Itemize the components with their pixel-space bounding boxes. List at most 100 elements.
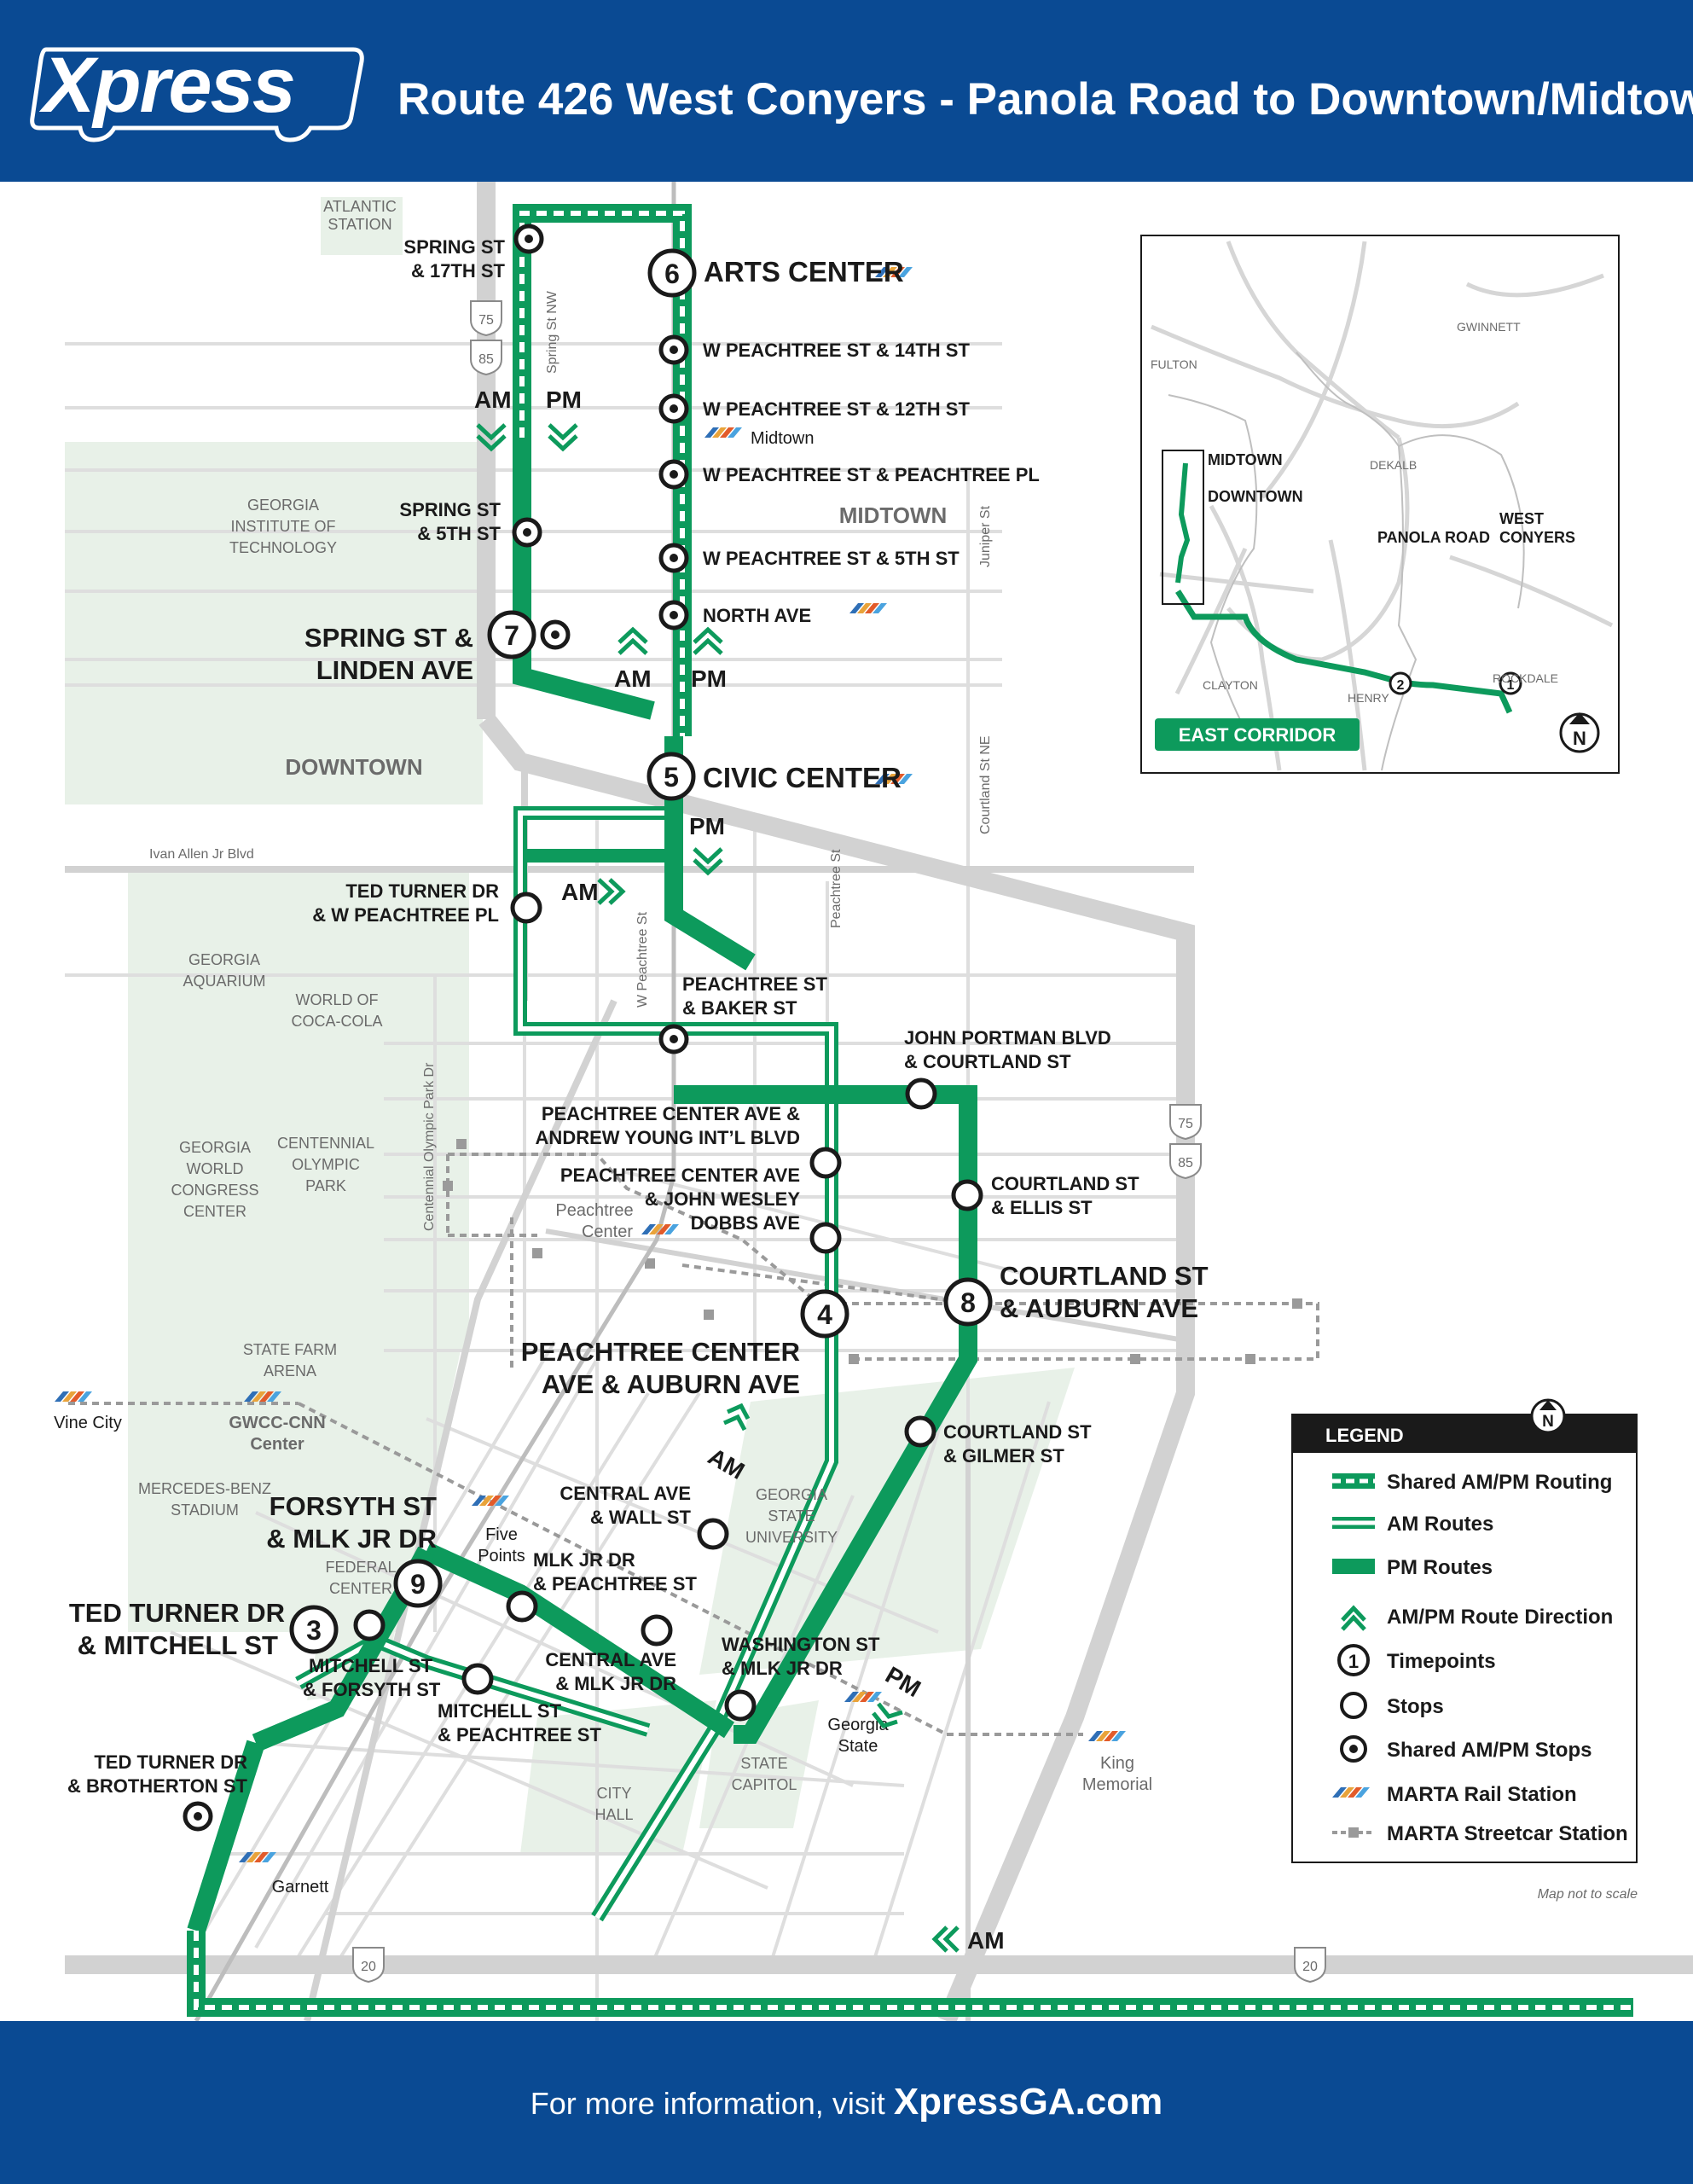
area-label: CENTER [329,1580,392,1597]
area-label: WORLD [187,1160,244,1177]
marta-rail-icon [1088,1731,1126,1741]
stop[interactable] [951,1179,983,1211]
shared-stop[interactable] [658,1024,689,1054]
shared-stop[interactable] [540,619,571,650]
area-label: CONGRESS [171,1182,258,1199]
street-label: Peachtree St [829,849,844,928]
stop[interactable] [353,1609,386,1641]
stop-label: SPRING ST [403,236,505,258]
timepoint-8[interactable]: 8 [943,1277,993,1327]
station-label: Center [582,1223,633,1241]
stop-label: & GILMER ST [943,1445,1064,1467]
stop-label: JOHN PORTMAN BLVD [904,1027,1111,1048]
stop-label: & WALL ST [590,1507,692,1528]
inset-timepoint-2[interactable] [1389,671,1412,695]
stop[interactable] [697,1518,729,1550]
svg-text:20: 20 [361,1960,376,1974]
timepoint-label: ARTS CENTER [704,256,904,288]
station-label: King [1100,1754,1134,1773]
timepoint-5[interactable]: 5 [646,752,696,801]
stop-label: & PEACHTREE ST [533,1573,697,1594]
stop[interactable] [641,1614,673,1647]
shared-stop[interactable] [658,334,689,365]
area-label: CITY [596,1785,631,1802]
legend: LEGEND N 1 [1291,1398,1638,1863]
timepoint-4[interactable]: 4 [800,1289,849,1339]
stop[interactable] [809,1222,842,1254]
marta-rail-icon [55,1391,92,1402]
legend-item: MARTA Rail Station [1387,1783,1577,1806]
timepoint-label: COURTLAND ST [1000,1261,1209,1291]
stop[interactable] [461,1663,494,1695]
pm-label: PM [691,665,727,692]
svg-text:7: 7 [504,620,519,651]
timepoint-3[interactable]: 3 [289,1605,339,1654]
stop[interactable] [510,892,542,924]
shared-stop[interactable] [513,224,544,254]
legend-item: Shared AM/PM Stops [1387,1739,1592,1762]
stop[interactable] [809,1147,842,1179]
legend-item: MARTA Streetcar Station [1387,1822,1628,1845]
timepoint-label: LINDEN AVE [316,655,473,685]
station-label: Midtown [751,429,814,448]
marta-rail-icon [844,1692,882,1702]
shared-stop[interactable] [512,517,542,548]
shared-stop[interactable] [658,543,689,573]
stop-label: DOBBS AVE [691,1212,800,1234]
area-label: MERCEDES-BENZ [138,1480,271,1497]
area-label: PARK [305,1177,346,1194]
inset-timepoint-1[interactable] [1499,671,1522,695]
legend-title: LEGEND [1325,1425,1404,1446]
stop[interactable] [724,1689,757,1722]
footer-link[interactable]: XpressGA.com [893,2081,1163,2123]
area-label: AQUARIUM [183,973,265,990]
timepoint-6[interactable]: 6 [647,248,697,298]
legend-item: Stops [1387,1695,1444,1718]
svg-text:HENRY: HENRY [1348,691,1389,705]
park-areas [65,197,1075,1854]
svg-text:3: 3 [306,1615,322,1646]
shared-stop[interactable] [183,1801,213,1832]
station-label: Center [250,1435,304,1454]
area-label: FEDERAL [325,1559,396,1576]
stop-label: COURTLAND ST [991,1173,1139,1194]
timepoint-names: ARTS CENTER SPRING ST & LINDEN AVE CIVIC… [69,256,1209,1660]
svg-text:2: 2 [1397,678,1405,693]
stop[interactable] [506,1590,538,1623]
stop-label: MITCHELL ST [309,1655,433,1676]
area-label: WORLD OF [296,991,379,1008]
area-label: ATLANTIC [323,198,397,215]
svg-text:DEKALB: DEKALB [1370,458,1417,472]
header-bar: Xpress Route 426 West Conyers - Panola R… [0,0,1693,182]
svg-text:8: 8 [960,1287,976,1318]
interstate-shields: 75 85 75 85 20 20 [352,300,1326,1984]
svg-text:FULTON: FULTON [1151,357,1197,371]
legend-item: Timepoints [1387,1650,1496,1673]
timepoint-7[interactable]: 7 [487,610,536,659]
streetcar-stations [443,1139,1302,1364]
area-label: STATION [328,216,391,233]
pm-label: PM [546,386,582,413]
stop[interactable] [904,1415,936,1448]
area-label: GEORGIA [179,1139,251,1156]
stop-label: & W PEACHTREE PL [312,904,499,926]
shared-stop[interactable] [658,393,689,424]
area-label: COCA-COLA [291,1013,382,1030]
street-label: Ivan Allen Jr Blvd [149,847,254,862]
stop-label: W PEACHTREE ST & 14TH ST [703,340,970,361]
shared-stop[interactable] [658,459,689,490]
stop-label: W PEACHTREE ST & PEACHTREE PL [703,464,1040,485]
stop-label: COURTLAND ST [943,1421,1092,1443]
timepoint-label: TED TURNER DR [69,1598,285,1628]
timepoint-9[interactable]: 9 [393,1559,443,1608]
svg-text:85: 85 [1178,1156,1193,1170]
stop-label: & JOHN WESLEY [645,1188,800,1210]
stop[interactable] [905,1077,937,1110]
svg-text:6: 6 [664,258,680,289]
marta-rail-icon [849,603,887,613]
shared-stop[interactable] [658,600,689,630]
area-label: INSTITUTE OF [231,518,336,535]
svg-text:85: 85 [478,352,494,367]
stop-label: & 17TH ST [411,260,506,282]
street-labels: Spring St NW Juniper St Courtland St NE … [149,290,993,1231]
